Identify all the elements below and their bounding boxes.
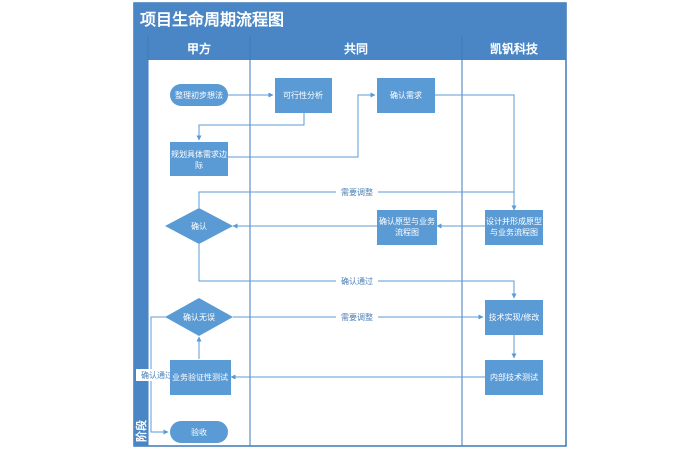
node-tech-impl-label: 技术实现/修改 xyxy=(489,312,540,322)
node-confirm-req-label: 确认需求 xyxy=(390,90,422,100)
edge-label-need-adjust-2: 需要调整 xyxy=(341,312,373,322)
node-internal-test-label: 内部技术测试 xyxy=(490,372,538,382)
title-bar xyxy=(134,3,566,36)
node-plan-label-2: 际 xyxy=(195,161,203,170)
node-confirm-prototype: 确认原型与业务 流程图 xyxy=(377,210,437,245)
lane-header-row xyxy=(134,36,566,60)
node-design-label-2: 与业务流程图 xyxy=(490,227,538,237)
node-feasibility: 可行性分析 xyxy=(275,78,332,113)
node-business-test: 业务验证性测试 xyxy=(170,360,231,395)
edge-feasibility-plan xyxy=(196,113,305,141)
edge-label-confirm-pass-2: 确认通过 xyxy=(141,370,173,380)
node-organize: 整理初步想法 xyxy=(170,84,228,106)
node-confirm-requirements: 确认需求 xyxy=(377,78,435,113)
node-acceptance: 验收 xyxy=(170,421,228,443)
node-organize-label: 整理初步想法 xyxy=(175,90,223,100)
node-confirm-ok-decision: 确认无误 xyxy=(165,298,233,336)
lane-shared: 共同 xyxy=(344,41,368,56)
edge-plan-confirmreq xyxy=(228,92,376,158)
node-confirm-label: 确认 xyxy=(191,221,207,231)
node-confirm-decision: 确认 xyxy=(165,208,233,244)
node-plan-requirements: 规划具体需求边 际 xyxy=(170,142,228,176)
node-feasibility-label: 可行性分析 xyxy=(283,90,323,100)
node-confirm-proto-label-1: 确认原型与业务 xyxy=(379,216,435,226)
edge-confirmreq-design xyxy=(435,94,517,211)
node-confirm-proto-label-2: 流程图 xyxy=(395,227,419,237)
diagram-title: 项目生命周期流程图 xyxy=(140,10,284,29)
lane-vendor: 凯钒科技 xyxy=(490,41,539,56)
label-bg xyxy=(336,311,378,323)
edge-label-confirm-pass-1: 确认通过 xyxy=(341,276,373,286)
edge-label-need-adjust-1: 需要调整 xyxy=(341,187,373,197)
node-biz-test-label: 业务验证性测试 xyxy=(172,372,228,382)
label-bg xyxy=(136,369,178,381)
node-plan-label-1: 规划具体需求边 xyxy=(171,149,227,159)
node-confirm-ok-label: 确认无误 xyxy=(183,312,215,322)
edge-confirm-adjust xyxy=(198,191,514,208)
lane-party-a: 甲方 xyxy=(187,41,211,56)
label-bg xyxy=(336,186,378,198)
node-internal-test: 内部技术测试 xyxy=(485,360,543,395)
node-design-label-1: 设计并形成原型 xyxy=(486,216,542,226)
stage-column xyxy=(134,60,148,446)
node-tech-implementation: 技术实现/修改 xyxy=(485,300,543,335)
node-accept-label: 验收 xyxy=(191,427,207,437)
node-design-prototype: 设计并形成原型 与业务流程图 xyxy=(485,210,543,245)
label-bg xyxy=(336,275,378,287)
stage-label: 阶段 xyxy=(134,420,148,442)
